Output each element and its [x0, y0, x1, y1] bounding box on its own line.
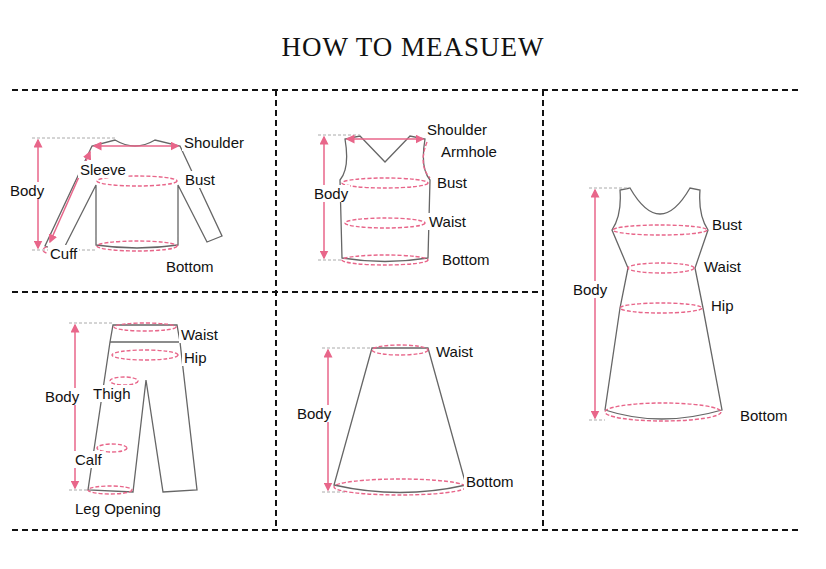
measure-label: Sleeve [78, 161, 128, 178]
measure-label: Body [43, 388, 81, 405]
measure-label: Bust [435, 174, 469, 191]
measure-label: Bottom [464, 473, 516, 490]
measure-label: Bottom [440, 251, 492, 268]
measure-label: Bust [710, 216, 744, 233]
measure-label: Hip [709, 297, 736, 314]
measure-label: Cuff [48, 245, 79, 262]
measure-label: Hip [182, 349, 209, 366]
measure-label: Waist [179, 326, 220, 343]
page-title: HOW TO MEASUEW [0, 32, 826, 63]
garment-outline [45, 136, 722, 493]
measure-label: Calf [73, 451, 104, 468]
measure-label: Body [571, 281, 609, 298]
measure-label: Bottom [738, 407, 790, 424]
girth-line [43, 142, 721, 495]
measure-label: Waist [702, 258, 743, 275]
measure-label: Thigh [91, 385, 133, 402]
measure-label: Waist [434, 343, 475, 360]
measure-label: Shoulder [425, 121, 489, 138]
measure-label: Body [312, 185, 350, 202]
measure-label: Bust [183, 171, 217, 188]
measure-label: Waist [427, 213, 468, 230]
panel-frame [12, 90, 802, 530]
measure-label: Armhole [439, 143, 499, 160]
measure-line [38, 137, 595, 490]
guide-tick [32, 135, 630, 492]
measure-label: Body [295, 405, 333, 422]
measure-label: Body [8, 182, 46, 199]
measure-label: Bottom [164, 258, 216, 275]
measure-label: Leg Opening [73, 500, 163, 517]
measure-label: Shoulder [182, 134, 246, 151]
